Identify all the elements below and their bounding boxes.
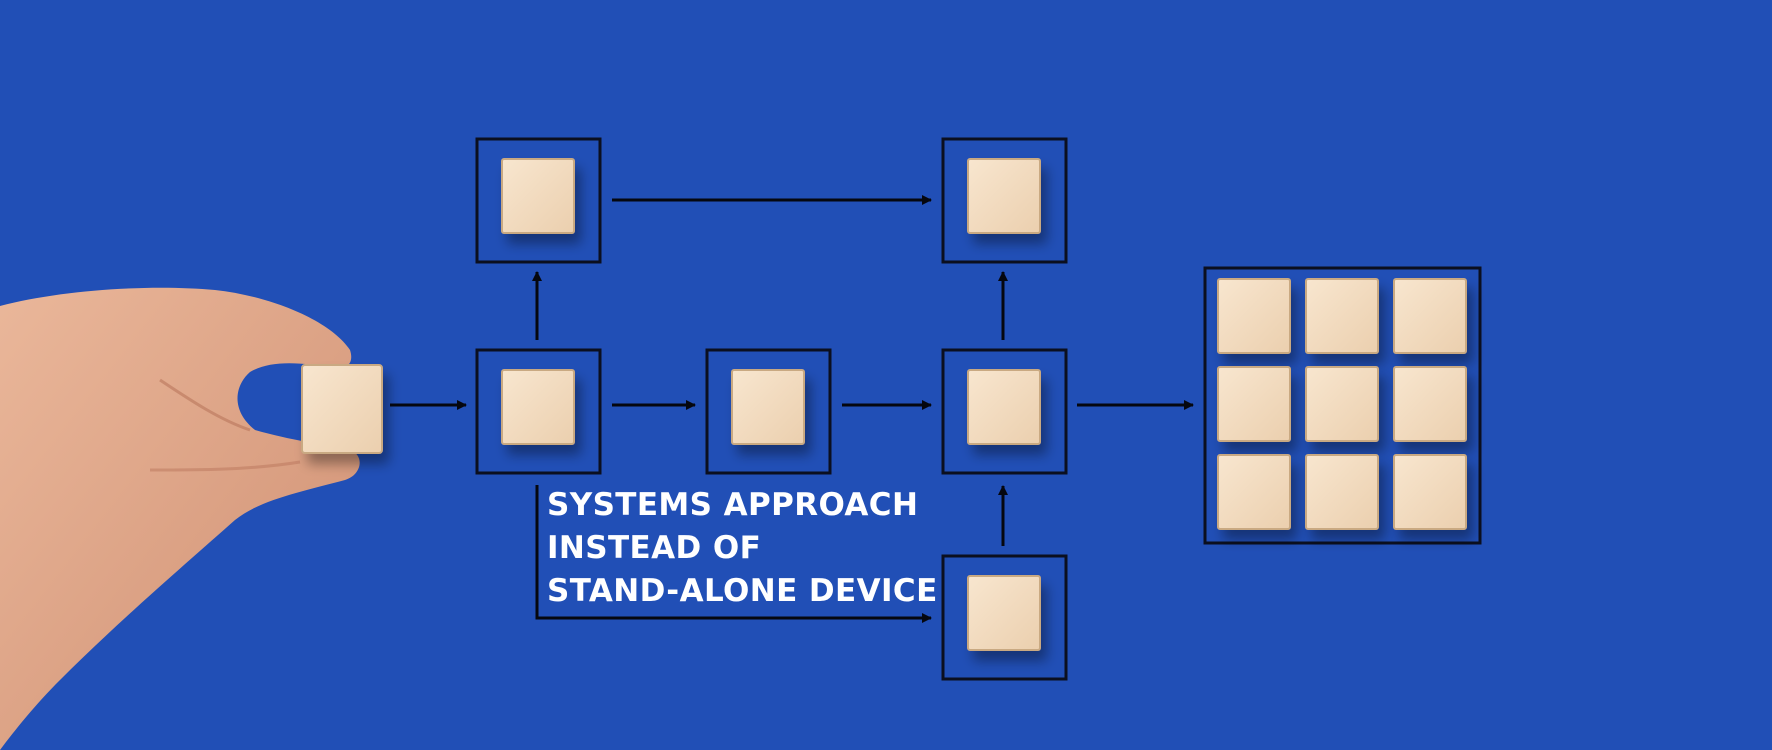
held-cube-icon [301, 364, 383, 454]
node-frame [705, 348, 832, 475]
wooden-cube-icon [1217, 366, 1291, 442]
wooden-cube-icon [1217, 278, 1291, 354]
flow-arrows [390, 195, 1194, 623]
wooden-cube-icon [967, 369, 1041, 445]
wooden-cube-icon [1393, 278, 1467, 354]
caption-line-1: SYSTEMS APPROACH [547, 487, 919, 523]
wooden-cube-icon [501, 369, 575, 445]
node-frame [941, 348, 1068, 475]
hand-finger-crease [159, 378, 251, 432]
wooden-cube-icon [1393, 366, 1467, 442]
node-middle-1 [475, 348, 602, 475]
caption-line-2: INSTEAD OF [547, 530, 762, 566]
grid-cubes [1217, 278, 1467, 530]
node-middle-2 [705, 348, 832, 475]
wooden-cube-icon [1305, 454, 1379, 530]
node-bottom [941, 554, 1068, 681]
node-top-left [475, 137, 602, 264]
grid-node [1203, 266, 1482, 545]
caption-line-3: STAND-ALONE DEVICE [547, 573, 938, 609]
arrow-node1-down-to-bottom [535, 485, 932, 623]
node-frame [941, 137, 1068, 264]
wooden-cube-icon [501, 158, 575, 234]
node-frame [475, 137, 602, 264]
wooden-cube-icon [1393, 454, 1467, 530]
wooden-cube-icon [1305, 366, 1379, 442]
wooden-cube-icon [1305, 278, 1379, 354]
node-middle-3 [941, 348, 1068, 475]
hand-holding-cube-icon [0, 287, 383, 750]
grid-frame [1203, 266, 1482, 545]
diagram-caption: SYSTEMS APPROACH INSTEAD OF STAND-ALONE … [547, 484, 938, 613]
hand-thumb-crease [149, 460, 301, 472]
wooden-cube-icon [967, 158, 1041, 234]
hand-shape [0, 287, 360, 750]
node-frame [941, 554, 1068, 681]
wooden-cube-icon [731, 369, 805, 445]
node-top-right [941, 137, 1068, 264]
wooden-cube-icon [1217, 454, 1291, 530]
wooden-cube-icon [967, 575, 1041, 651]
node-frame [475, 348, 602, 475]
